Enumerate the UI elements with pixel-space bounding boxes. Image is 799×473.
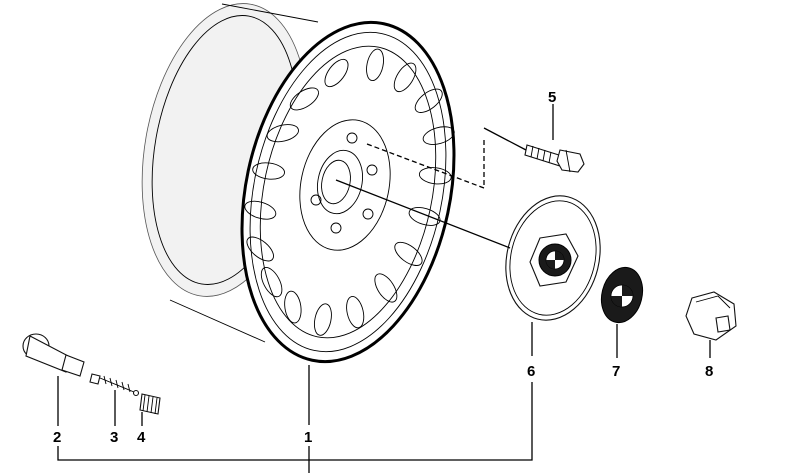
callout-3: 3: [110, 429, 118, 446]
alloy-wheel-rim-icon: [141, 3, 456, 364]
tire-valve-stem-icon: [22, 333, 85, 377]
hub-cap-icon: [505, 195, 601, 321]
lock-nut-icon: [685, 291, 737, 341]
wheel-bolt-icon: [524, 144, 585, 173]
emblem-badge-icon: [600, 266, 644, 324]
valve-cap-icon: [139, 393, 161, 415]
valve-core-icon: [89, 373, 140, 397]
callout-1: 1: [304, 429, 312, 446]
callout-5: 5: [548, 89, 556, 106]
callout-2: 2: [53, 429, 61, 446]
callout-7: 7: [612, 363, 620, 380]
callout-6: 6: [527, 363, 535, 380]
callout-4: 4: [137, 429, 146, 446]
callout-8: 8: [705, 363, 713, 380]
callout-labels: 1 2 3 4 5 6 7 8: [53, 89, 713, 446]
leader-lines: [57, 104, 711, 473]
